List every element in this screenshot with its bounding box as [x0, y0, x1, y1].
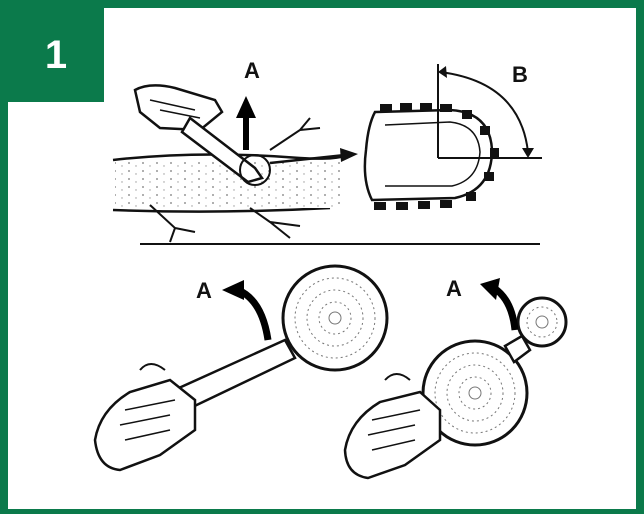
- label-a-right: A: [446, 276, 462, 301]
- curved-arrow-right: [480, 278, 515, 330]
- chainsaw-bottom-left: [95, 340, 295, 470]
- label-a-top: A: [244, 58, 260, 83]
- log-top: [113, 118, 345, 242]
- arrow-right: [270, 148, 358, 163]
- label-b: B: [512, 62, 528, 87]
- curved-arrow-left: [222, 280, 268, 340]
- bar-nose: [365, 103, 499, 210]
- arrow-up: [236, 96, 256, 150]
- log-end-small: [518, 298, 566, 346]
- log-end-large: [283, 266, 387, 370]
- label-a-left: A: [196, 278, 212, 303]
